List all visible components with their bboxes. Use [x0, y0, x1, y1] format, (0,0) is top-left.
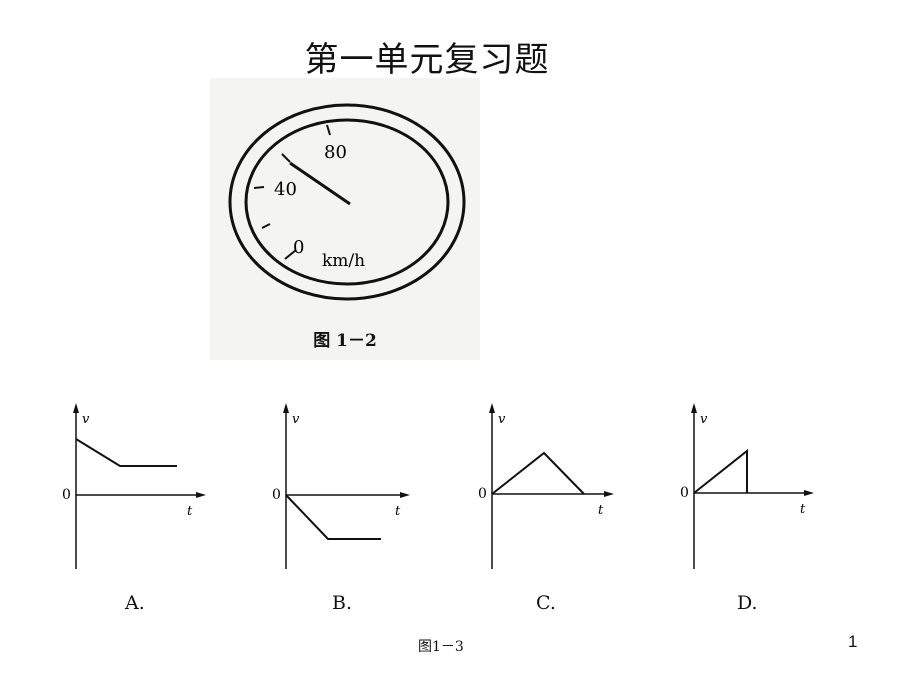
v-axis-arrow	[283, 403, 289, 413]
graph-b: v t 0	[268, 395, 428, 585]
t-axis-arrow	[604, 491, 614, 497]
tick-label-40: 40	[274, 179, 297, 200]
velocity-line	[75, 438, 177, 467]
v-axis-arrow	[691, 403, 697, 413]
graph-c-drawing: v t 0	[478, 403, 614, 569]
origin-label: 0	[680, 485, 689, 501]
tick-label-80: 80	[324, 142, 347, 163]
unit-label: km/h	[322, 251, 365, 271]
tick-mark	[326, 124, 331, 136]
velocity-line	[491, 451, 585, 495]
figure-1-2-caption: 图 1－2	[313, 331, 377, 351]
t-axis-arrow	[400, 492, 410, 498]
velocity-line	[285, 494, 381, 540]
tick-mark	[253, 186, 265, 189]
origin-label: 0	[62, 487, 71, 503]
t-axis-arrow	[196, 492, 206, 498]
page-number: 1	[848, 632, 858, 651]
graph-d-drawing: v t 0	[680, 403, 814, 569]
graph-d: v t 0	[676, 395, 836, 585]
tick-label-0: 0	[293, 237, 304, 258]
tick-mark	[281, 153, 291, 163]
graph-c: v t 0	[474, 395, 634, 585]
tick-mark	[261, 223, 271, 229]
t-axis-label: t	[187, 504, 193, 519]
velocity-line	[693, 448, 748, 494]
v-axis-label: v	[292, 412, 300, 427]
origin-label: 0	[272, 487, 281, 503]
figure-1-3-caption: 图1－3	[418, 639, 464, 655]
slide-title: 第一单元复习题	[304, 40, 550, 80]
option-a-label: A.	[125, 592, 145, 614]
option-b-label: B.	[332, 592, 353, 614]
speedometer-outer-rim	[228, 103, 466, 301]
v-axis-label: v	[498, 412, 506, 427]
option-c-label: C.	[536, 592, 556, 614]
tick-mark	[284, 249, 297, 260]
graph-b-drawing: v t 0	[272, 403, 410, 569]
v-axis-label: v	[700, 412, 708, 427]
v-axis-arrow	[73, 403, 79, 413]
t-axis-label: t	[800, 502, 806, 517]
graph-a: v t 0	[60, 395, 220, 585]
speedometer-needle	[289, 161, 351, 206]
origin-label: 0	[478, 486, 487, 502]
t-axis-arrow	[804, 490, 814, 496]
option-d-label: D.	[737, 592, 758, 614]
v-axis-label: v	[82, 412, 90, 427]
speedometer-figure: 80 40 0 km/h 图 1－2	[210, 78, 480, 360]
speedometer-drawing: 80 40 0 km/h	[228, 103, 466, 301]
t-axis-label: t	[395, 504, 401, 519]
t-axis-label: t	[598, 503, 604, 518]
v-axis-arrow	[489, 403, 495, 413]
speedometer-inner-rim	[244, 118, 450, 286]
graph-a-drawing: v t 0	[62, 403, 206, 569]
